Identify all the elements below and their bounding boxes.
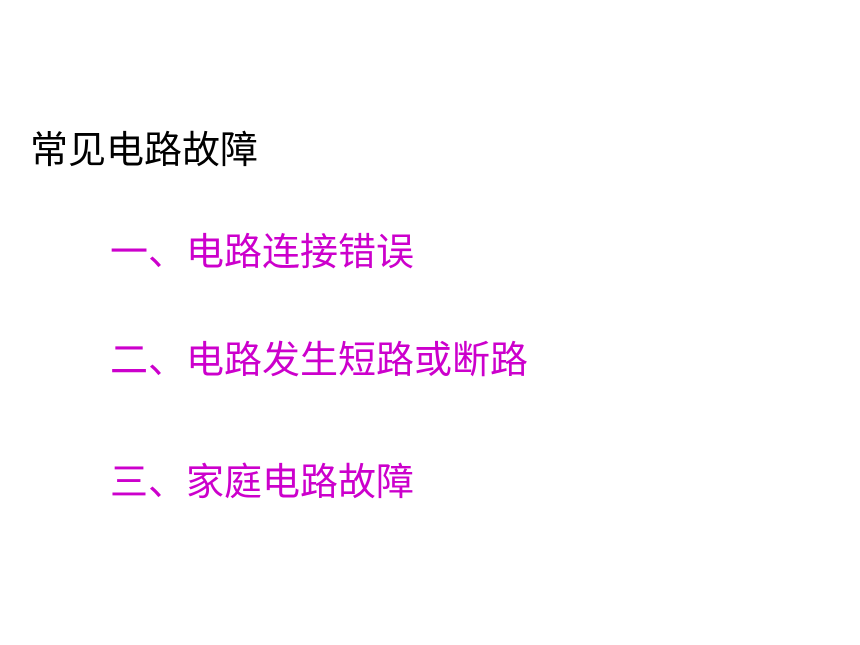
list-item-circuit-connection-error: 一、电路连接错误 — [110, 230, 415, 274]
list-item-household-circuit-fault: 三、家庭电路故障 — [110, 460, 415, 504]
slide-title: 常见电路故障 — [30, 128, 259, 172]
list-item-short-or-open-circuit: 二、电路发生短路或断路 — [110, 338, 529, 382]
